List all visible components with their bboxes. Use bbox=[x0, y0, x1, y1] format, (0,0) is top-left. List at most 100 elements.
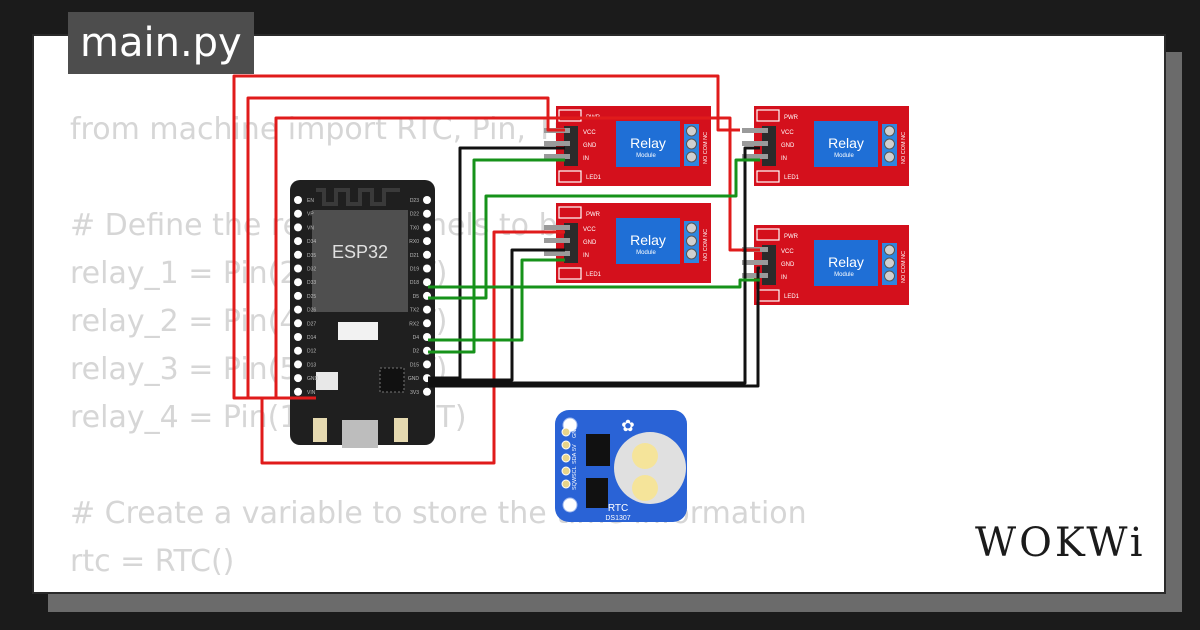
relay-terminal-labels: NO COM NC bbox=[901, 251, 907, 283]
esp32-pin-d22[interactable] bbox=[423, 209, 431, 218]
wire-in-relay3 bbox=[428, 158, 760, 300]
esp32-pin-gnd[interactable] bbox=[294, 374, 302, 383]
esp32-pin-d23[interactable] bbox=[423, 196, 431, 204]
rtc-pin-sqw[interactable] bbox=[561, 479, 571, 489]
esp32-pin-d21[interactable] bbox=[423, 250, 431, 259]
esp32-pin-label: D19 bbox=[410, 267, 419, 273]
esp32-board[interactable]: ESP32 ENVPVND34D35D32D33D25D26D27D14D12D… bbox=[290, 180, 435, 448]
relay-pin-label: VCC bbox=[583, 130, 596, 136]
esp32-pin-d15[interactable] bbox=[423, 360, 431, 369]
rtc-pin-label: GND bbox=[572, 426, 578, 438]
esp32-pin-rx0[interactable] bbox=[423, 237, 431, 246]
esp32-pin-en[interactable] bbox=[294, 196, 302, 204]
rtc-pin-label: SQW bbox=[572, 476, 578, 490]
esp32-pin-d14[interactable] bbox=[294, 333, 302, 341]
esp32-pin-d19[interactable] bbox=[423, 264, 431, 273]
wire-vin-vcc-2 bbox=[246, 96, 565, 400]
rtc-pin-label: SDA bbox=[572, 452, 578, 464]
esp32-pin-d33[interactable] bbox=[294, 278, 302, 287]
relay-pin-gnd[interactable] bbox=[544, 238, 570, 243]
esp32-pin-label: D23 bbox=[410, 198, 419, 204]
wires bbox=[232, 74, 760, 465]
relay-led-label: LED1 bbox=[586, 175, 602, 181]
esp32-pin-label: D4 bbox=[413, 335, 420, 341]
rtc-pin-label: 5V bbox=[572, 444, 578, 451]
esp32-pin-label: D34 bbox=[307, 239, 316, 245]
esp32-pin-label: D25 bbox=[307, 294, 316, 300]
esp32-pin-label: 3V3 bbox=[410, 390, 419, 396]
esp32-pin-d34[interactable] bbox=[294, 237, 302, 246]
relay-subtitle: Module bbox=[834, 153, 854, 159]
esp32-pin-label: D12 bbox=[307, 349, 316, 355]
esp32-pin-d27[interactable] bbox=[294, 319, 302, 328]
relay-terminal-labels: NO COM NC bbox=[901, 132, 907, 164]
esp32-pin-d25[interactable] bbox=[294, 291, 302, 300]
esp32-pin-d32[interactable] bbox=[294, 264, 302, 273]
esp32-pin-label: D14 bbox=[307, 335, 316, 341]
relay-pin-in[interactable] bbox=[742, 154, 768, 159]
esp32-pin-d18[interactable] bbox=[423, 278, 431, 287]
relay-pin-label: GND bbox=[781, 143, 795, 149]
esp32-pin-label: D21 bbox=[410, 253, 419, 259]
relay-pin-label: IN bbox=[583, 156, 589, 162]
esp32-pin-label: TX0 bbox=[410, 225, 419, 231]
wire-in-relay1 bbox=[428, 158, 565, 354]
esp32-pin-d13[interactable] bbox=[294, 360, 302, 369]
relay-pin-gnd[interactable] bbox=[742, 260, 768, 265]
rtc-label: RTC bbox=[608, 503, 628, 514]
relay-pin-in[interactable] bbox=[544, 251, 570, 256]
esp32-pin-3v3[interactable] bbox=[423, 387, 431, 396]
rtc-chip-label: DS1307 bbox=[605, 515, 630, 522]
relay-pin-label: IN bbox=[781, 275, 787, 281]
relay-title: Relay bbox=[630, 135, 666, 151]
esp32-pin-d26[interactable] bbox=[294, 305, 302, 314]
rtc-pin-sda[interactable] bbox=[561, 453, 571, 463]
relay-pin-label: GND bbox=[583, 143, 597, 149]
rtc-pin-scl[interactable] bbox=[561, 466, 571, 476]
relay-pin-vcc[interactable] bbox=[742, 128, 768, 133]
esp32-pin-label: D26 bbox=[307, 308, 316, 314]
rtc-pin-5v[interactable] bbox=[561, 440, 571, 450]
esp32-pin-tx2[interactable] bbox=[423, 305, 431, 314]
relay-pin-in[interactable] bbox=[742, 273, 768, 278]
esp32-pin-vn[interactable] bbox=[294, 223, 302, 232]
esp32-pin-label: RX0 bbox=[409, 239, 419, 245]
relay-pin-vcc[interactable] bbox=[544, 225, 570, 230]
esp32-pin-label: D35 bbox=[307, 253, 316, 259]
rtc-pin-label: SCL bbox=[572, 466, 578, 477]
wire-gnd-2 bbox=[428, 248, 565, 382]
esp32-pin-label: RX2 bbox=[409, 321, 419, 327]
relay-pwr-label: PWR bbox=[784, 115, 799, 121]
esp32-pin-d35[interactable] bbox=[294, 250, 302, 259]
wire-in-relay4 bbox=[428, 278, 760, 289]
relay-title: Relay bbox=[630, 232, 666, 248]
esp32-chip-label: ESP32 bbox=[332, 242, 388, 262]
relay-pwr-label: PWR bbox=[784, 234, 799, 240]
esp32-pin-label: VIN bbox=[307, 390, 316, 396]
esp32-pin-tx0[interactable] bbox=[423, 223, 431, 232]
esp32-pin-label: TX2 bbox=[410, 308, 419, 314]
relay-pwr-label: PWR bbox=[586, 212, 601, 218]
esp32-pin-rx2[interactable] bbox=[423, 319, 431, 328]
relay-pin-gnd[interactable] bbox=[742, 141, 768, 146]
wire-gnd-1 bbox=[428, 146, 565, 380]
rtc-pin-gnd[interactable] bbox=[561, 427, 571, 437]
relay-pin-in[interactable] bbox=[544, 154, 570, 159]
esp32-pin-vin[interactable] bbox=[294, 387, 302, 396]
file-tab[interactable]: main.py bbox=[68, 12, 254, 74]
esp32-pin-label: D33 bbox=[307, 280, 316, 286]
wire-in-relay2 bbox=[428, 258, 565, 342]
esp32-pin-d12[interactable] bbox=[294, 346, 302, 355]
relay-pin-gnd[interactable] bbox=[544, 141, 570, 146]
esp32-pin-label: D22 bbox=[410, 212, 419, 218]
esp32-pin-vp[interactable] bbox=[294, 209, 302, 218]
wire-gnd-4 bbox=[428, 266, 760, 388]
esp32-pin-label: D15 bbox=[410, 362, 419, 368]
relay-pin-label: VCC bbox=[583, 227, 596, 233]
relay-terminal-labels: NO COM NC bbox=[703, 229, 709, 261]
